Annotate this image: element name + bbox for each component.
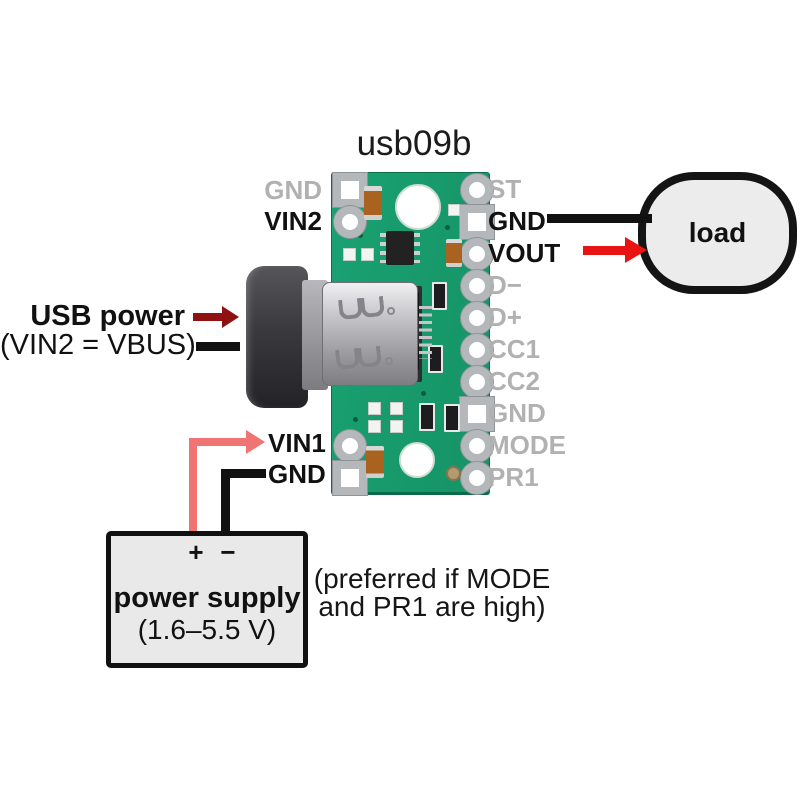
usb-power-arrowhead-icon [222,306,239,328]
pin-label-dminus: D− [488,270,522,300]
usb-power-sublabel: (VIN2 = VBUS) [0,329,196,361]
smd-resistor [432,282,447,310]
vin1-wire-vertical [189,438,197,534]
usb-power-label: USB power [30,300,185,332]
connector-pins [419,306,432,359]
usb-power-arrow-shaft [193,313,224,321]
shell-mark [385,357,393,365]
usb-gnd-segment [196,342,240,351]
shell-mark [387,307,395,315]
shell-stamp [357,345,382,369]
gnd-wire-vertical [221,469,230,534]
power-supply-box: + − power supply (1.6–5.5 V) [106,531,308,668]
load-label: load [688,217,747,248]
gnd-wire-to-load [547,214,652,223]
pin-label-gnd-bottom-left: GND [268,459,326,489]
preference-note: (preferred if MODE and PR1 are high) [312,565,552,621]
solder-pad-cc1 [460,333,494,367]
shell-stamp [338,297,363,321]
pin-label-mode: MODE [488,430,566,460]
diagram-title: usb09b [356,124,472,163]
via [358,233,363,238]
smd-capacitor [364,186,382,220]
pin-label-gnd: GND [488,206,546,236]
pin-label-gnd2: GND [488,398,546,428]
smd-resistor [419,403,435,431]
mounting-hole [399,442,435,478]
solder-pad-gnd [332,460,368,496]
solder-pad-gnd [459,396,495,432]
solder-pad-cc2 [460,365,494,399]
solder-pad-vin1 [333,429,367,463]
pin-label-vout: VOUT [488,238,561,268]
vout-wire [583,246,627,255]
via [445,225,450,230]
gold-via [446,466,461,481]
solder-pad-gnd [332,172,368,208]
vin1-arrowhead-icon [246,430,265,454]
pin-label-cc1: CC1 [488,334,541,364]
note-line2: and PR1 are high) [318,591,546,622]
solder-pad-small [368,402,381,415]
solder-pad-vin2 [333,205,367,239]
shell-stamp [360,295,385,319]
smd-capacitor [366,446,384,478]
note-line1: (preferred if MODE [313,563,551,594]
via [421,391,426,396]
power-supply-label: power supply [113,582,301,614]
mounting-hole [395,184,441,230]
solder-pad-gnd [459,204,495,240]
plus-terminal: + [188,537,204,567]
solder-pad-small [390,402,403,415]
pin-label-st: ST [488,174,522,204]
ic-pins [414,233,420,263]
via [353,417,358,422]
pin-label-gnd-left: GND [264,175,322,205]
vin1-wire-horizontal [189,438,248,446]
solder-pad-small [448,204,460,216]
solder-pad-small [343,248,356,261]
pin-label-vin1: VIN1 [268,428,326,458]
solder-pad-small [361,248,374,261]
load-node: load [638,172,797,294]
usb-plug-shell [322,282,418,386]
usb-plug-overmold [246,266,308,408]
shell-stamp [335,347,360,371]
power-supply-voltage-range: (1.6–5.5 V) [137,614,277,645]
pin-label-pr1: PR1 [488,462,539,492]
ic-chip [386,231,414,265]
smd-capacitor [446,239,462,267]
ic-pins [380,233,386,263]
pin-label-vin2: VIN2 [264,206,322,236]
minus-terminal: − [220,537,236,567]
vout-arrowhead-icon [625,237,647,263]
smd-resistor [444,404,460,432]
gnd-wire-horizontal [221,469,266,478]
pin-label-dplus: D+ [488,302,522,332]
solder-pad-pr1 [460,461,494,495]
solder-pad-small [390,420,403,433]
solder-pad-small [368,420,381,433]
pin-label-cc2: CC2 [488,366,541,396]
